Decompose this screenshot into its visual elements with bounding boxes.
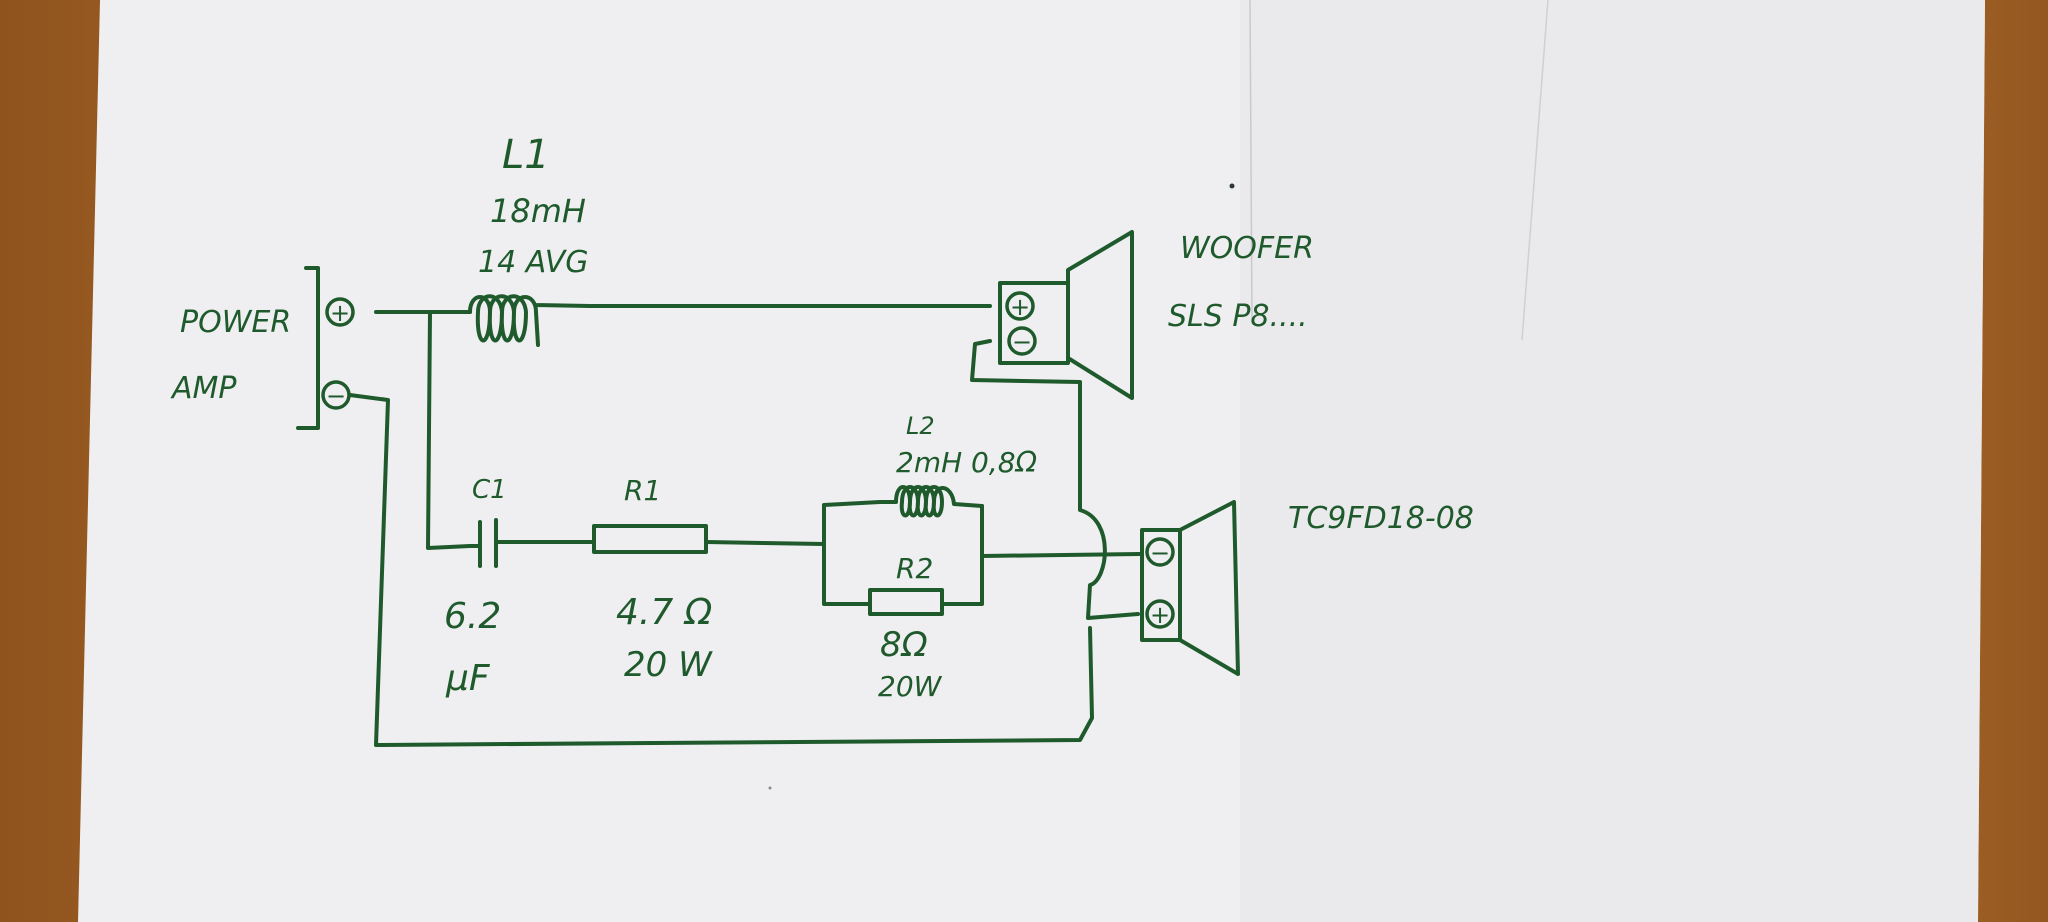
- l2-name: L2: [906, 412, 935, 440]
- woofer-title: WOOFER: [1180, 231, 1314, 266]
- c1-value-line1: 6.2: [444, 596, 501, 637]
- r1-resistor: [592, 524, 708, 554]
- r1-value-line1: 4.7 Ω: [616, 592, 713, 633]
- c1-value-line2: μF: [445, 658, 491, 699]
- woofer-minus-sign: −: [1012, 328, 1032, 356]
- paper-crease: [1249, 0, 1253, 321]
- tweeter-plus-sign: +: [1150, 601, 1170, 629]
- l2-inductor-coil: [878, 485, 984, 518]
- r1-value-line2: 20 W: [624, 645, 713, 685]
- paper-shade: [1240, 0, 1985, 922]
- paper-dot: [1229, 183, 1235, 189]
- l1-inductor-coil: [468, 294, 592, 347]
- woofer-plus-sign: +: [1010, 293, 1030, 321]
- tweeter-model: TC9FD18-08: [1288, 501, 1474, 536]
- paper-dot: [768, 786, 772, 790]
- l1-value: 18mH: [490, 192, 586, 230]
- c1-capacitor: [468, 518, 596, 568]
- l2-value: 2mH 0,8Ω: [896, 446, 1038, 479]
- l1-name: L1: [502, 132, 550, 178]
- amp-minus-sign: −: [326, 382, 346, 410]
- tweeter-minus-sign: −: [1150, 539, 1170, 567]
- tweeter-speaker-symbol: − +: [1140, 500, 1240, 676]
- woofer-speaker-symbol: + −: [998, 230, 1134, 400]
- c1-name: C1: [472, 475, 507, 505]
- r2-value-line2: 20W: [878, 670, 943, 703]
- amp-plus-sign: +: [330, 299, 350, 327]
- power-amp-label-line1: POWER: [180, 305, 291, 340]
- r1-name: R1: [624, 474, 661, 507]
- woofer-model: SLS P8....: [1168, 299, 1308, 334]
- r2-value-line1: 8Ω: [880, 625, 928, 665]
- power-amp-label-line2: AMP: [170, 371, 237, 406]
- paper-crease: [1521, 0, 1549, 341]
- l1-gauge: 14 AVG: [478, 245, 589, 280]
- r2-name: R2: [896, 552, 933, 585]
